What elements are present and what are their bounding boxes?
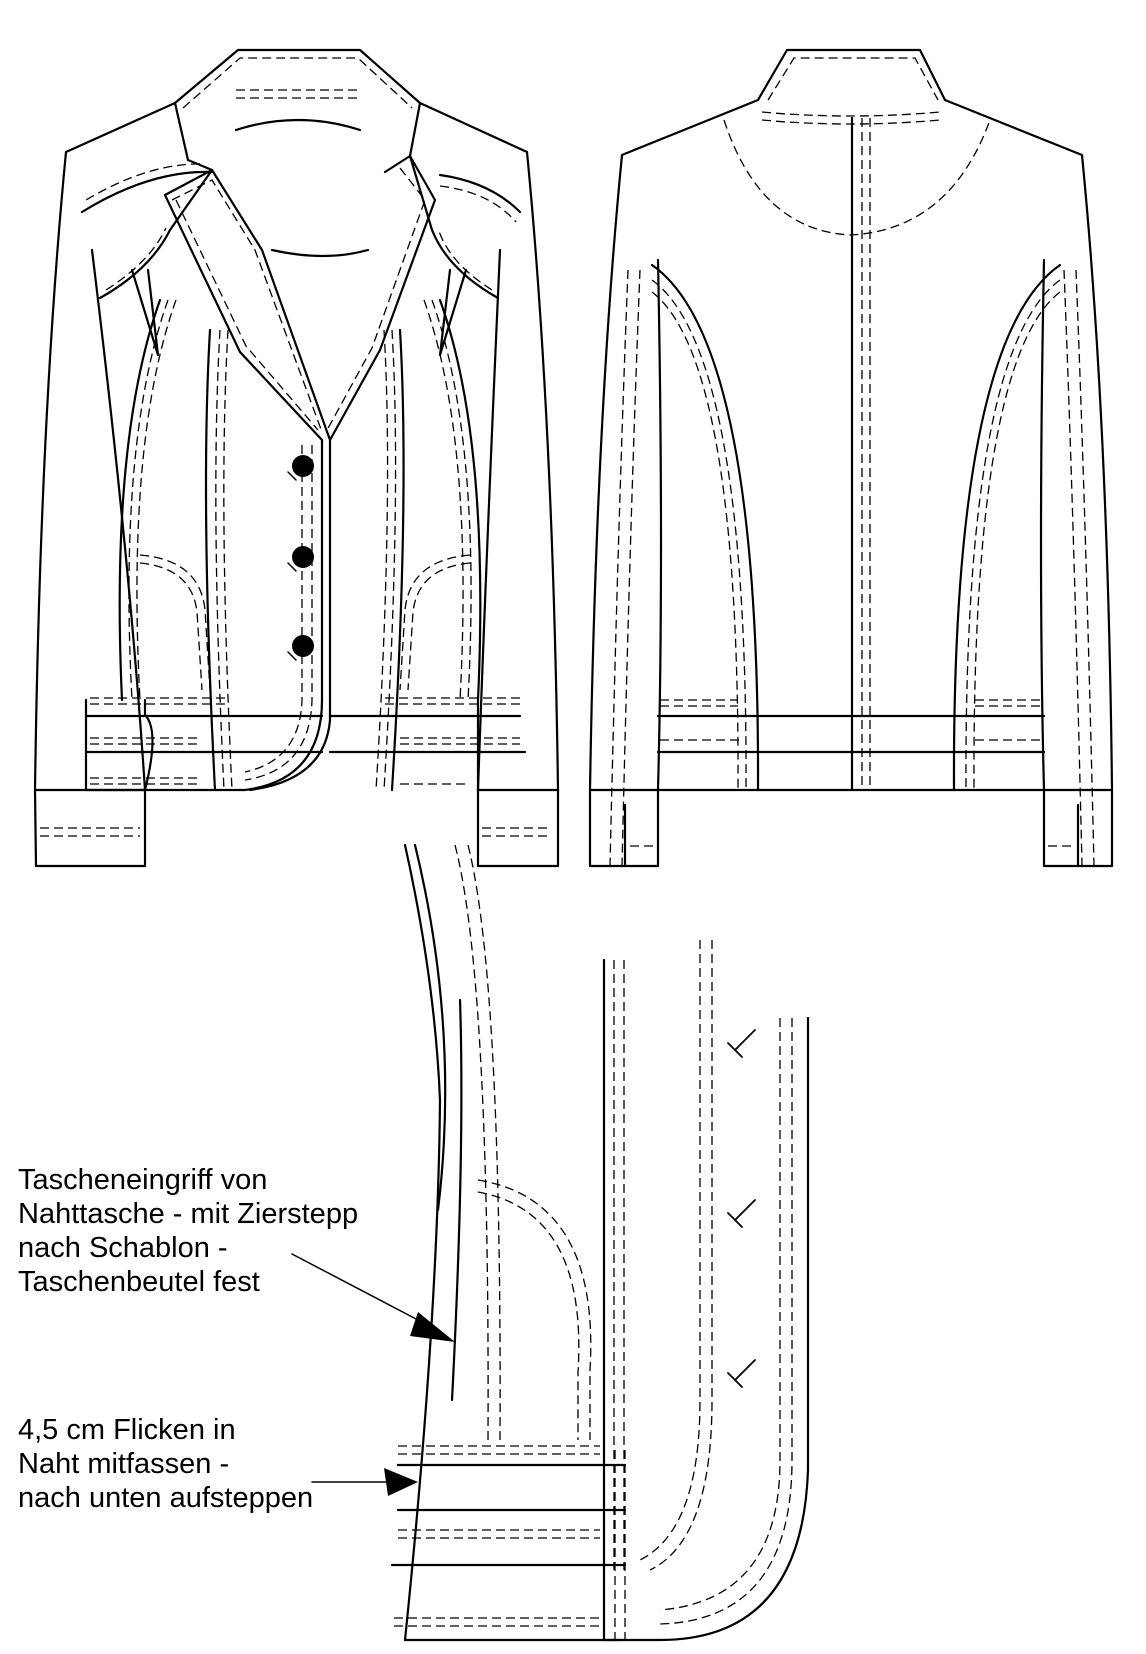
button-2 [292,546,314,568]
annotation-line: nach unten aufsteppen [18,1482,314,1514]
arrowhead-2 [384,1468,418,1496]
arrowhead-1 [410,1312,455,1342]
jacket-back-view [588,48,1114,868]
annotation-line: Taschenbeutel fest [18,1266,260,1298]
hem-patch-annotation: 4,5 cm Flicken in Naht mitfassen - nach … [18,1413,313,1515]
annotation-line: Nahttasche - mit Zierstepp [18,1198,359,1230]
button-3 [292,635,314,657]
annotation-line: Tascheneingriff von [18,1164,268,1196]
annotation-line: 4,5 cm Flicken in [18,1414,236,1446]
jacket-front-view [33,48,560,868]
annotation-line: Naht mitfassen - [18,1448,230,1480]
button-1 [292,455,314,477]
pocket-hem-detail-view [291,843,810,1642]
annotation-line: nach Schablon - [18,1232,228,1264]
pocket-opening-annotation: Tascheneingriff von Nahttasche - mit Zie… [18,1163,358,1299]
